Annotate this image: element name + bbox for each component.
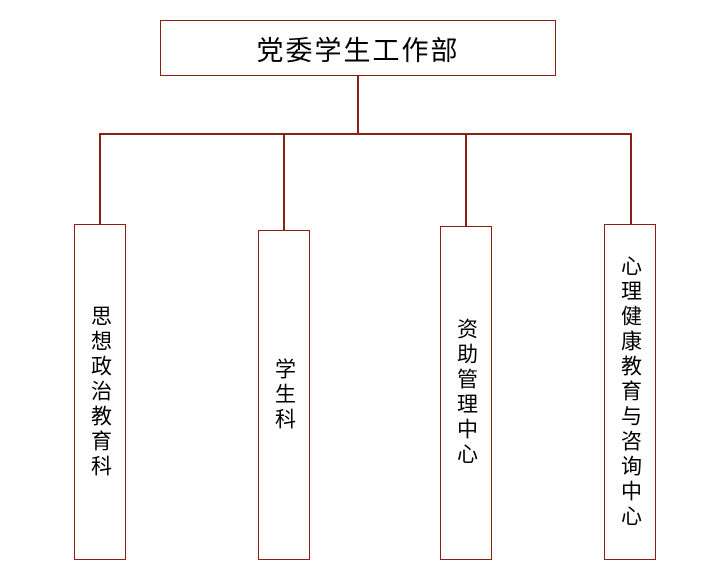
connector-horizontal-bus bbox=[99, 133, 632, 135]
connector-drop-2 bbox=[283, 133, 285, 230]
connector-root-stem bbox=[357, 76, 359, 134]
org-node-child-3-label: 资助管理中心 bbox=[454, 318, 479, 468]
org-node-child-3: 资助管理中心 bbox=[440, 226, 492, 560]
org-node-child-4: 心理健康教育与咨询中心 bbox=[604, 224, 656, 560]
org-node-child-1: 思想政治教育科 bbox=[74, 224, 126, 560]
connector-drop-1 bbox=[99, 133, 101, 224]
org-node-child-2-label: 学生科 bbox=[272, 357, 297, 433]
org-node-child-2: 学生科 bbox=[258, 230, 310, 560]
org-node-root: 党委学生工作部 bbox=[160, 20, 556, 76]
connector-drop-3 bbox=[465, 133, 467, 226]
org-node-child-4-label: 心理健康教育与咨询中心 bbox=[618, 254, 643, 530]
org-node-child-1-label: 思想政治教育科 bbox=[88, 304, 113, 480]
org-node-root-label: 党委学生工作部 bbox=[256, 35, 460, 67]
connector-drop-4 bbox=[630, 133, 632, 224]
